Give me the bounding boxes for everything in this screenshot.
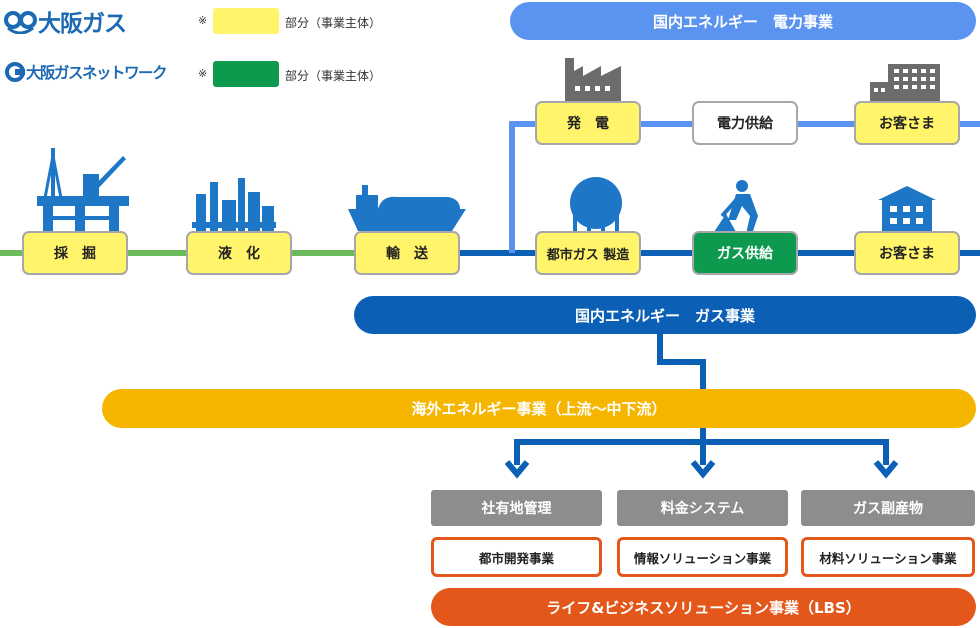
office-building-icon bbox=[870, 64, 940, 104]
city-gas-production-node: 都市ガス 製造 bbox=[535, 231, 641, 275]
legend-mark: ※ bbox=[198, 14, 208, 27]
osaka-gas-logo: 大阪ガス bbox=[4, 4, 127, 38]
osaka-gas-network-logo: 大阪ガスネットワーク bbox=[4, 58, 168, 86]
factory-icon bbox=[565, 58, 621, 104]
legend-swatch-yellow bbox=[213, 8, 279, 34]
power-customer-node: お客さま bbox=[854, 101, 960, 145]
legend-label: 部分（事業主体） bbox=[285, 16, 382, 30]
osaka-gas-network-logo-text: 大阪ガスネットワーク bbox=[26, 64, 168, 82]
lng-tanker-icon bbox=[348, 185, 466, 231]
liquefaction-node: 液 化 bbox=[186, 231, 292, 275]
transport-node: 輸 送 bbox=[354, 231, 460, 275]
power-supply-node: 電力供給 bbox=[692, 101, 798, 145]
offshore-rig-icon bbox=[37, 148, 129, 232]
refinery-icon bbox=[192, 178, 276, 234]
overseas-business-banner: 海外エネルギー事業（上流～中下流） bbox=[102, 389, 976, 428]
flame-logo-icon bbox=[4, 11, 37, 34]
urban-development-box: 都市開発事業 bbox=[431, 537, 602, 577]
mining-node: 採 掘 bbox=[22, 231, 128, 275]
gas-business-banner: 国内エネルギー ガス事業 bbox=[354, 296, 976, 334]
worker-digging-icon bbox=[714, 180, 758, 234]
category-billing-system: 料金システム bbox=[617, 490, 788, 526]
network-logo-icon bbox=[5, 62, 25, 82]
category-land-management: 社有地管理 bbox=[431, 490, 602, 526]
power-generation-node: 発 電 bbox=[535, 101, 641, 145]
materials-solutions-box: 材料ソリューション事業 bbox=[801, 537, 975, 577]
lbs-business-banner: ライフ&ビジネスソリューション事業（LBS） bbox=[431, 588, 976, 626]
arrow-down-left bbox=[504, 460, 530, 479]
category-gas-byproducts: ガス副産物 bbox=[801, 490, 975, 526]
arrow-down-right bbox=[873, 460, 899, 479]
information-solutions-box: 情報ソリューション事業 bbox=[617, 537, 788, 577]
legend-swatch-green bbox=[213, 61, 279, 87]
legend-label: 部分（事業主体） bbox=[285, 69, 382, 83]
gas-supply-node: ガス供給 bbox=[692, 231, 798, 275]
gas-customer-node: お客さま bbox=[854, 231, 960, 275]
house-icon bbox=[878, 186, 936, 234]
electricity-business-banner: 国内エネルギー 電力事業 bbox=[510, 2, 976, 40]
gas-to-overseas-line bbox=[657, 332, 706, 392]
gas-holder-icon bbox=[569, 177, 623, 235]
arrow-down-mid bbox=[690, 460, 716, 479]
legend-mark: ※ bbox=[198, 67, 208, 80]
osaka-gas-logo-text: 大阪ガス bbox=[38, 11, 127, 37]
